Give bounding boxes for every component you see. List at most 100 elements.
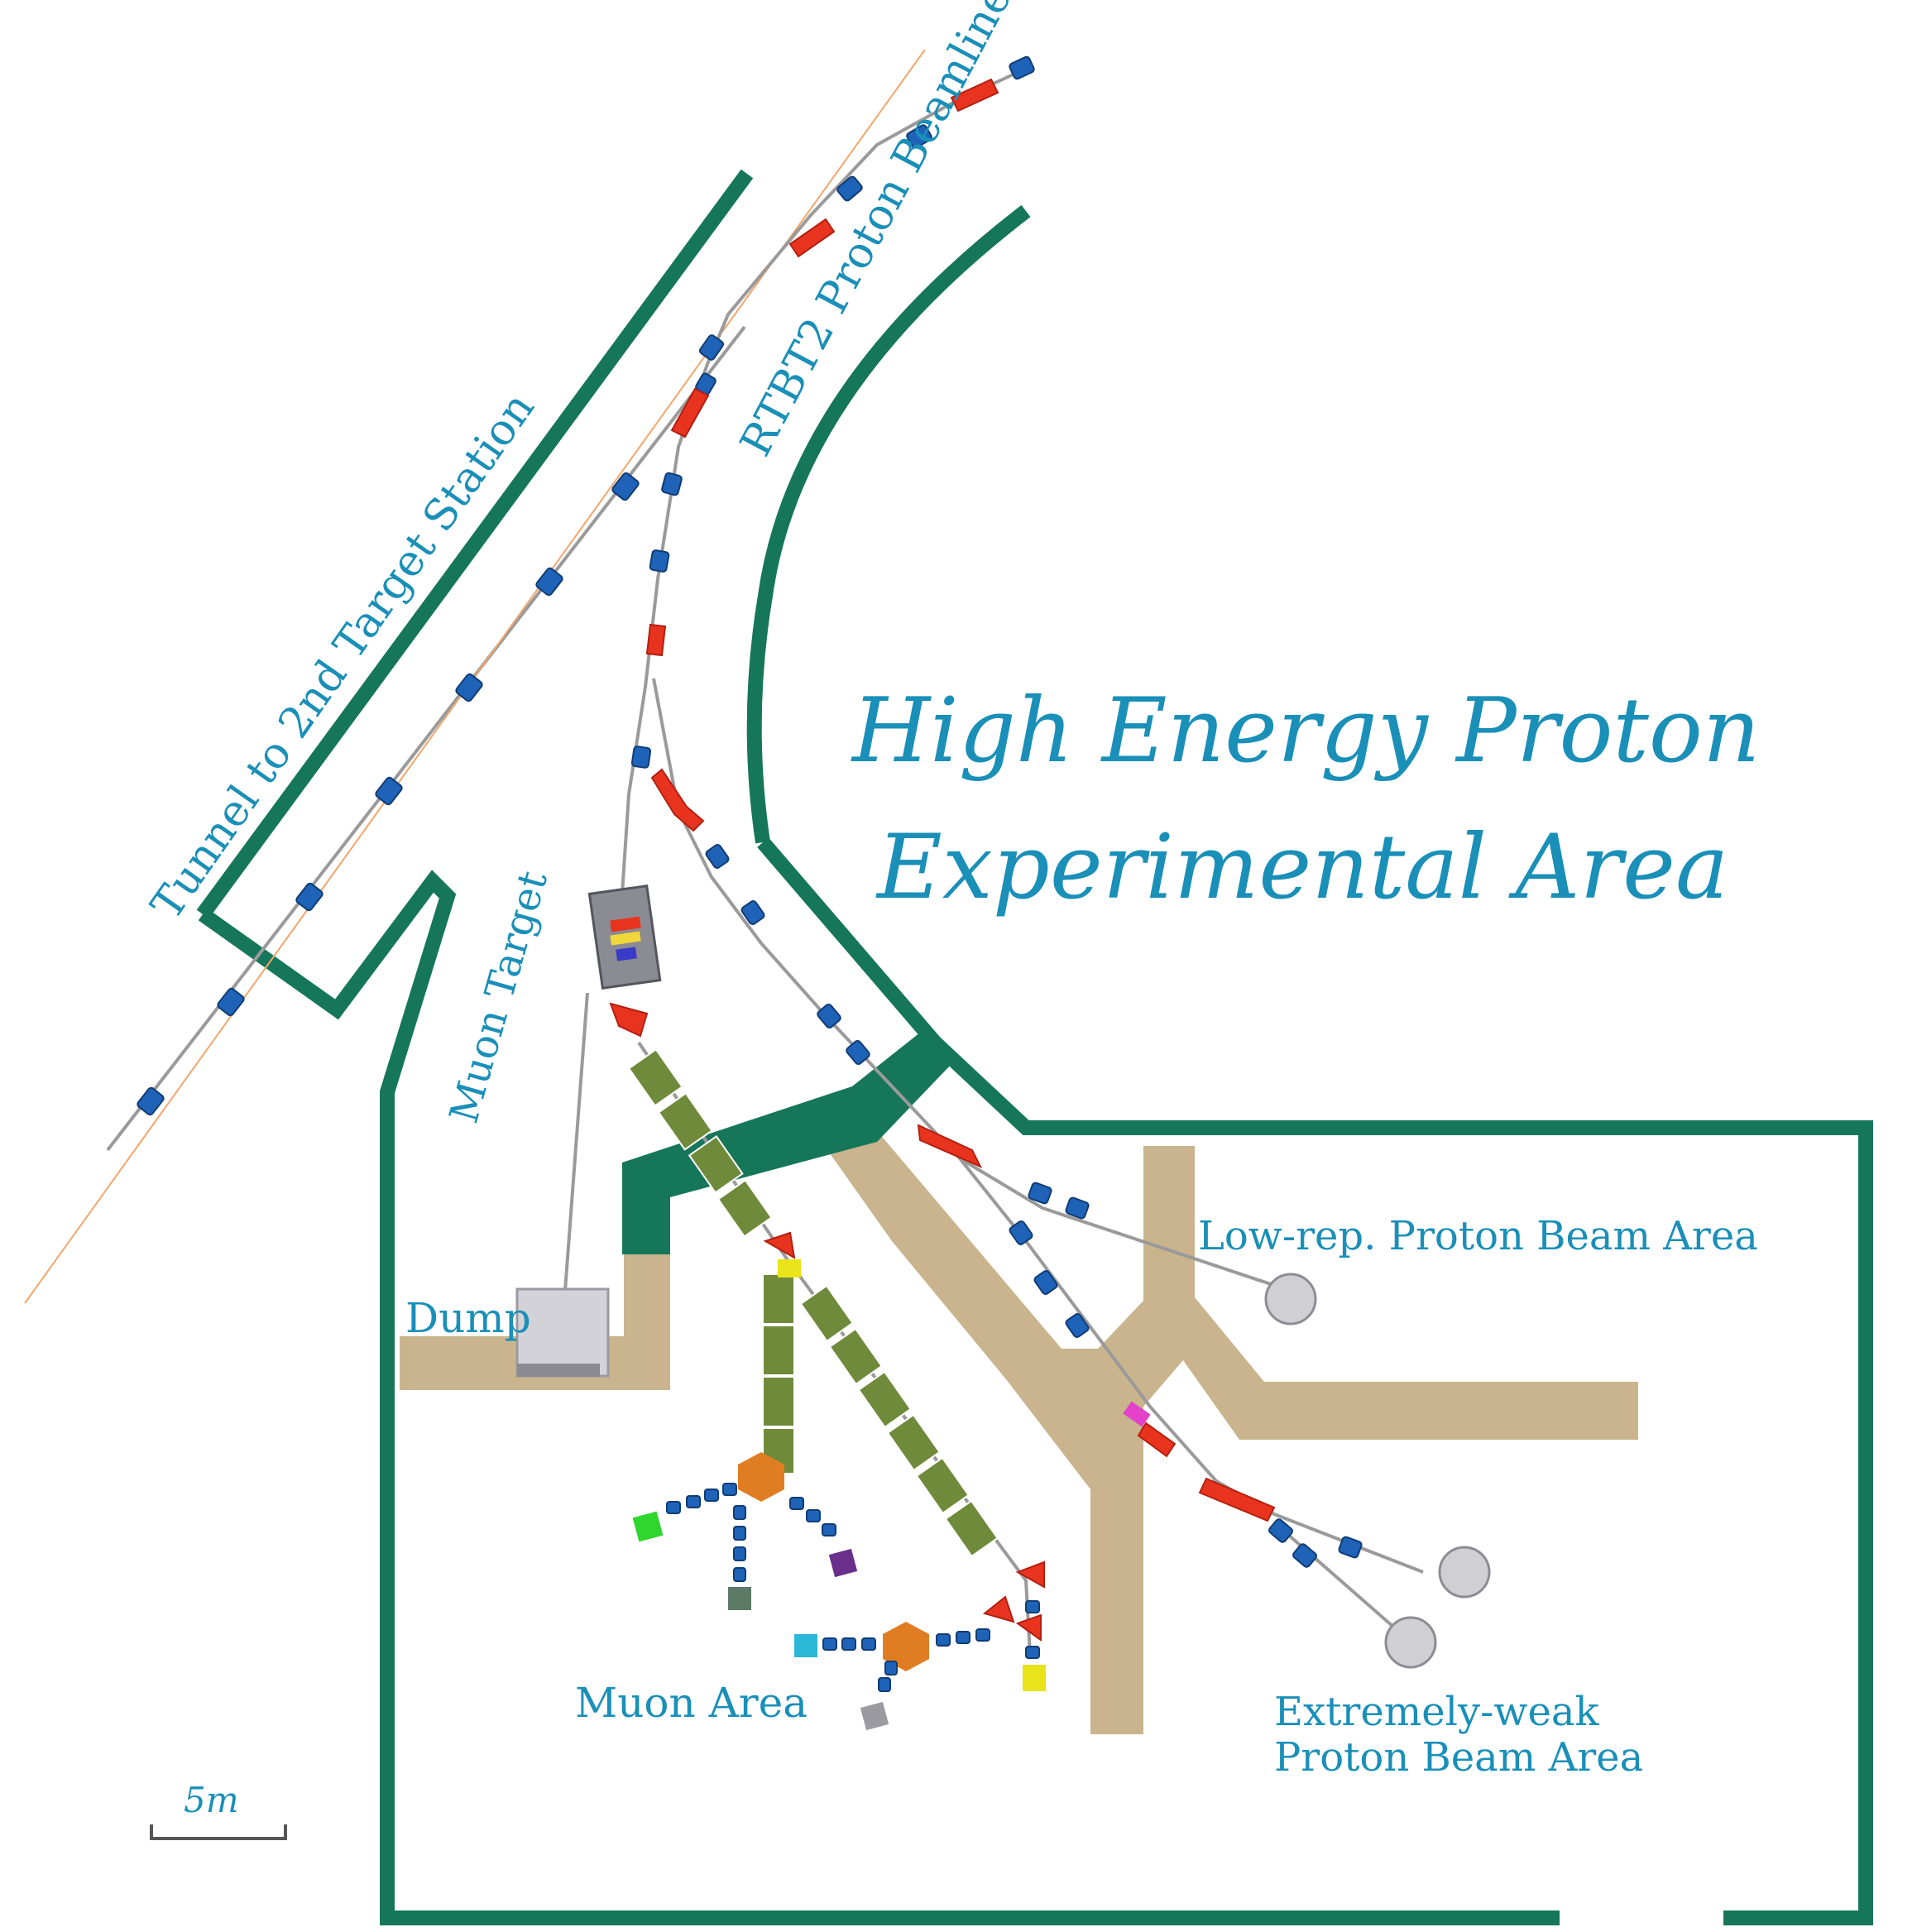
label-hepea-line1: High Energy Proton	[851, 679, 1760, 783]
quad-magnet	[455, 673, 483, 702]
beam-monitor	[1123, 1401, 1151, 1427]
muon-quad	[666, 1501, 681, 1514]
quad-magnet	[649, 549, 670, 573]
muon-quad	[884, 1661, 898, 1676]
quad-magnet	[611, 472, 640, 501]
quad-magnet	[705, 844, 730, 869]
muon-quad	[806, 1509, 821, 1522]
zigzag-wall	[198, 870, 1560, 1925]
muon-channel-segment	[828, 1327, 884, 1386]
muon-channel-segment	[627, 1048, 683, 1107]
dipole-magnet	[1137, 1421, 1177, 1458]
muon-channel-segment	[857, 1370, 913, 1429]
muon-station-gray-green	[728, 1587, 751, 1610]
dipole-magnet	[763, 1231, 796, 1259]
muon-quad	[956, 1631, 970, 1644]
muon-quad	[733, 1546, 746, 1561]
muon-quad	[822, 1637, 837, 1651]
muon-channel-segment	[799, 1284, 855, 1343]
dipole-magnet	[650, 768, 705, 832]
dipole-magnet	[670, 387, 710, 439]
quad-magnet	[698, 334, 725, 361]
dipole-magnet	[609, 1002, 649, 1038]
tunnel-beamline	[106, 325, 746, 1152]
quad-magnet	[740, 900, 765, 925]
dipole-magnet	[982, 1595, 1015, 1623]
muon-station-cyan	[794, 1634, 817, 1657]
dipole-magnet	[788, 218, 836, 258]
label-low-rep: Low-rep. Proton Beam Area	[1198, 1213, 1758, 1259]
shield-right-arm	[1143, 1297, 1638, 1440]
dipole-magnet	[1015, 1560, 1045, 1589]
muon-channel-segment	[915, 1456, 970, 1515]
quad-magnet	[906, 124, 932, 149]
rtbt2-beamline	[621, 69, 1023, 894]
muon-quad	[686, 1495, 701, 1508]
quad-magnet	[817, 1004, 841, 1028]
muon-quad	[704, 1489, 719, 1502]
quad-magnet	[295, 882, 323, 912]
quad-magnet	[137, 1086, 165, 1116]
dipole-magnets	[609, 78, 1276, 1642]
muon-target-2	[778, 1259, 801, 1278]
bottom-right-wall	[757, 837, 1873, 1925]
muon-quad	[733, 1505, 746, 1520]
muon-channel-segment	[657, 1092, 713, 1151]
label-extremely-weak-line1: Extremely-weak	[1274, 1689, 1599, 1735]
quad-magnet	[630, 745, 652, 769]
quad-magnet	[375, 776, 403, 806]
quad-magnet	[217, 987, 245, 1017]
quad-magnet	[836, 175, 863, 202]
weak-station-1	[1438, 1546, 1491, 1599]
quad-magnet	[846, 1040, 870, 1065]
dipole-magnet	[645, 623, 667, 657]
quad-magnet	[1033, 1270, 1058, 1295]
junction-wall-block	[622, 1026, 952, 1254]
muon-channel-segment	[688, 1135, 744, 1194]
quad-magnet	[1028, 1182, 1052, 1205]
quad-magnet	[1268, 1518, 1293, 1543]
muon-station-gray	[860, 1701, 889, 1731]
label-muon-target: Muon Target	[441, 866, 557, 1129]
weak-proton-branch	[1272, 1521, 1408, 1640]
muon-station-yellow	[1023, 1665, 1046, 1691]
label-muon-area: Muon Area	[575, 1679, 808, 1727]
experimental-station-icon	[1264, 1273, 1491, 1669]
muon-quad	[975, 1628, 990, 1642]
dump-line	[563, 992, 589, 1292]
muon-quad	[733, 1526, 746, 1541]
dipole-magnet	[1198, 1477, 1276, 1522]
quad-magnet	[1338, 1536, 1363, 1559]
dipole-magnet	[1015, 1613, 1042, 1642]
scale-bar: 5m	[150, 1780, 287, 1840]
label-rtbt2: RTBT2 Proton Beamline	[731, 0, 1022, 464]
muon-quad	[789, 1497, 804, 1510]
muon-quad	[878, 1677, 891, 1692]
label-dump: Dump	[405, 1294, 531, 1342]
quad-magnet	[1009, 55, 1035, 80]
beam-dump-icon	[515, 1287, 610, 1378]
curved-wall	[746, 204, 1031, 844]
muon-channel-segment	[944, 1499, 999, 1558]
shield-diagonal	[826, 1128, 1143, 1734]
muon-station-green	[632, 1511, 664, 1542]
muon-channel-segment	[762, 1325, 795, 1376]
muon-channel-segment	[716, 1179, 773, 1238]
quadrupole-magnets	[137, 55, 1363, 1568]
muon-quad	[861, 1637, 876, 1651]
muon-quad	[841, 1637, 856, 1651]
muon-station-purple	[828, 1548, 858, 1578]
tunnel-wall	[196, 169, 754, 919]
muon-quad	[1025, 1646, 1040, 1659]
label-extremely-weak-line2: Proton Beam Area	[1274, 1734, 1643, 1781]
dipole-magnet	[917, 1124, 983, 1169]
quad-magnet	[1009, 1220, 1033, 1245]
quad-magnet	[535, 567, 563, 597]
quad-magnet	[1292, 1543, 1317, 1568]
low-rep-station	[1264, 1273, 1317, 1326]
muon-channel-segment	[886, 1413, 942, 1472]
muon-hub-icon	[883, 1622, 929, 1671]
muon-channel-segment	[762, 1376, 795, 1427]
concrete-walls	[196, 169, 1873, 1925]
muon-quad	[822, 1523, 836, 1536]
